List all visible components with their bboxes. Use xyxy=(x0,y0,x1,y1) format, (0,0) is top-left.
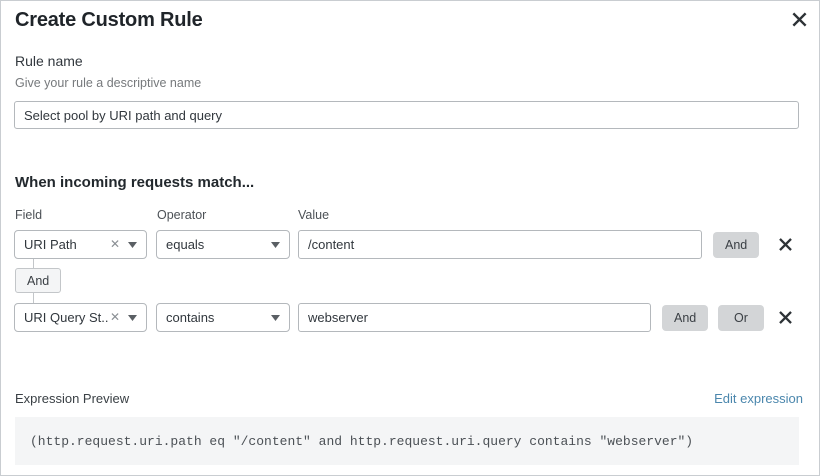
field-select-value: URI Query St... xyxy=(24,310,108,325)
value-input[interactable] xyxy=(298,230,702,259)
and-button[interactable]: And xyxy=(713,232,760,258)
conditions-heading: When incoming requests match... xyxy=(15,174,255,191)
condition-row: URI Query St... ✕ contains And Or xyxy=(1,303,820,333)
chevron-down-icon xyxy=(125,314,146,321)
operator-select-value: equals xyxy=(166,237,205,252)
clear-icon[interactable]: ✕ xyxy=(109,236,120,251)
column-header-value: Value xyxy=(298,208,330,222)
value-input[interactable] xyxy=(298,303,651,332)
close-icon xyxy=(778,238,792,251)
operator-select-value: contains xyxy=(166,310,215,325)
close-icon xyxy=(778,311,792,324)
expression-preview-text: (http.request.uri.path eq "/content" and… xyxy=(30,433,694,449)
field-select[interactable]: URI Query St... ✕ xyxy=(14,303,147,332)
connector-line-bottom xyxy=(33,292,34,303)
connector-line-top xyxy=(33,259,34,269)
clear-icon[interactable]: ✕ xyxy=(109,309,120,324)
close-glyph xyxy=(792,12,806,26)
field-select[interactable]: URI Path ✕ xyxy=(14,230,147,259)
rule-name-label: Rule name xyxy=(15,53,83,69)
expression-preview-label: Expression Preview xyxy=(15,391,130,406)
operator-select[interactable]: contains xyxy=(156,303,290,332)
remove-condition-button[interactable] xyxy=(772,303,798,332)
column-header-operator: Operator xyxy=(157,208,207,222)
edit-expression-link[interactable]: Edit expression xyxy=(714,391,803,406)
dialog-title: Create Custom Rule xyxy=(15,9,203,31)
chevron-down-icon xyxy=(268,241,289,248)
group-connector-label: And xyxy=(27,273,50,288)
remove-condition-button[interactable] xyxy=(772,230,798,259)
rule-name-input[interactable] xyxy=(14,101,799,129)
rule-name-help-text: Give your rule a descriptive name xyxy=(15,76,202,90)
column-header-field: Field xyxy=(15,208,43,222)
and-button[interactable]: And xyxy=(662,305,709,331)
or-button[interactable]: Or xyxy=(718,305,764,331)
condition-row: URI Path ✕ equals And xyxy=(1,230,820,260)
close-icon[interactable] xyxy=(787,7,811,31)
chevron-down-icon xyxy=(125,241,146,248)
expression-preview-box: (http.request.uri.path eq "/content" and… xyxy=(15,417,799,465)
chevron-down-icon xyxy=(268,314,289,321)
field-select-value: URI Path xyxy=(24,237,77,252)
operator-select[interactable]: equals xyxy=(156,230,290,259)
group-connector-and-chip[interactable]: And xyxy=(15,268,62,293)
